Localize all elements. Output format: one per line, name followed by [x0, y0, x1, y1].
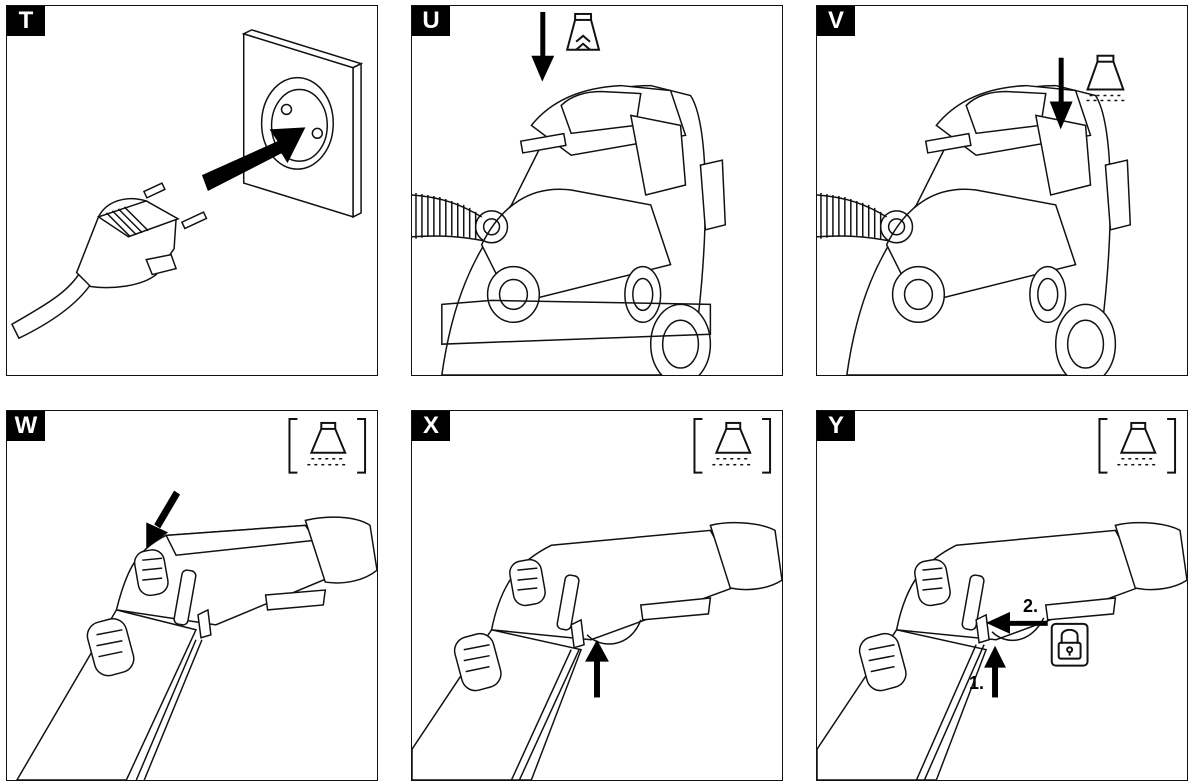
handle-trigger-press-illustration [412, 417, 782, 780]
vacuum-button-press-illustration-v [817, 54, 1132, 375]
panel-u: U [411, 5, 783, 376]
panel-label-u: U [412, 6, 450, 36]
spray-lamp-icon [1086, 54, 1125, 102]
panel-t: T [6, 5, 378, 376]
panel-label-w: W [7, 411, 45, 441]
panel-label-y: Y [817, 411, 855, 441]
spray-frame-icon-y [1098, 417, 1177, 474]
handle-button-press-illustration [16, 417, 377, 780]
panel-y: Y [816, 410, 1188, 781]
press-arrow-icon [531, 11, 555, 82]
plug-socket-illustration [10, 29, 364, 340]
press-arrow-icon-w [146, 490, 181, 549]
plug [10, 182, 208, 340]
blow-mode-icon [565, 12, 601, 51]
spray-frame-icon-x [693, 417, 772, 474]
wall-socket [241, 29, 364, 219]
handle-lock-illustration [817, 417, 1187, 780]
panel-v: V [816, 5, 1188, 376]
panel-label-v: V [817, 6, 855, 36]
press-up-arrow-icon-y [984, 645, 1006, 698]
vacuum-button-press-illustration [412, 11, 727, 375]
step-label-1: 1. [969, 673, 985, 693]
press-arrow-icon-v [1049, 57, 1073, 130]
panel-w: W [6, 410, 378, 781]
lock-icon [1050, 622, 1089, 667]
panel-label-x: X [412, 411, 450, 441]
insert-arrow-icon [201, 127, 306, 191]
panel-label-t: T [7, 6, 45, 36]
panel-x: X [411, 410, 783, 781]
spray-frame-icon [288, 417, 367, 474]
press-up-arrow-icon [585, 639, 609, 698]
step-label-2: 2. [1023, 596, 1039, 616]
slide-arrow-icon [986, 611, 1048, 634]
